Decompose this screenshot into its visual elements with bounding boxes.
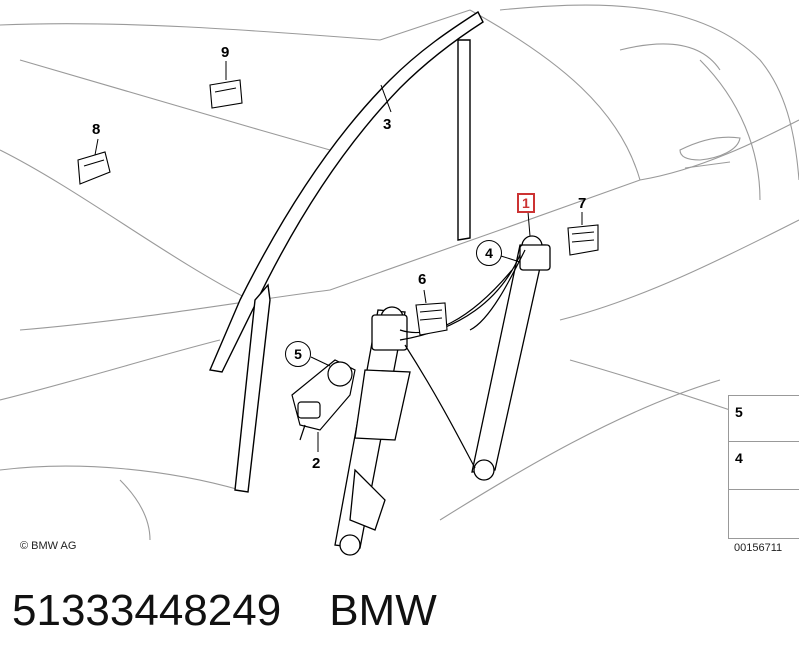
callout-9: 9: [221, 44, 230, 61]
regulator-rail: [471, 235, 551, 481]
part-number: 51333448249: [12, 586, 282, 635]
copyright-text: © BMW AG: [20, 540, 77, 552]
legend-row-nut: 4: [729, 442, 799, 490]
parts-legend: 5 4: [728, 395, 799, 539]
callout-5: 5: [285, 341, 311, 367]
legend-num-4: 4: [735, 450, 743, 466]
callout-2: 2: [312, 455, 321, 472]
clip-9: [209, 79, 243, 109]
regulator-rail-front: [334, 306, 411, 556]
car-body-outline: [0, 4, 799, 541]
legend-row-bolt: 5: [729, 396, 799, 442]
callout-7: 7: [578, 195, 587, 212]
callout-1-highlighted: 1: [517, 193, 535, 213]
clip-8: [77, 151, 111, 185]
footer-caption: 51333448249 BMW: [12, 586, 437, 636]
clip-7: [567, 224, 599, 256]
door-frame-seal: [209, 10, 484, 493]
callout-6: 6: [418, 271, 427, 288]
brand-name: BMW: [329, 586, 437, 635]
callout-3: 3: [383, 116, 392, 133]
legend-num-5: 5: [735, 404, 743, 420]
window-motor: [291, 359, 356, 441]
parts-diagram: [0, 4, 799, 556]
callout-4: 4: [476, 240, 502, 266]
callout-8: 8: [92, 121, 101, 138]
clip-6: [415, 302, 448, 336]
diagram-reference-number: 00156711: [734, 542, 783, 554]
regulator-cables: [399, 249, 526, 469]
leader-lines: [94, 61, 583, 452]
legend-row-arrow: [729, 490, 799, 538]
